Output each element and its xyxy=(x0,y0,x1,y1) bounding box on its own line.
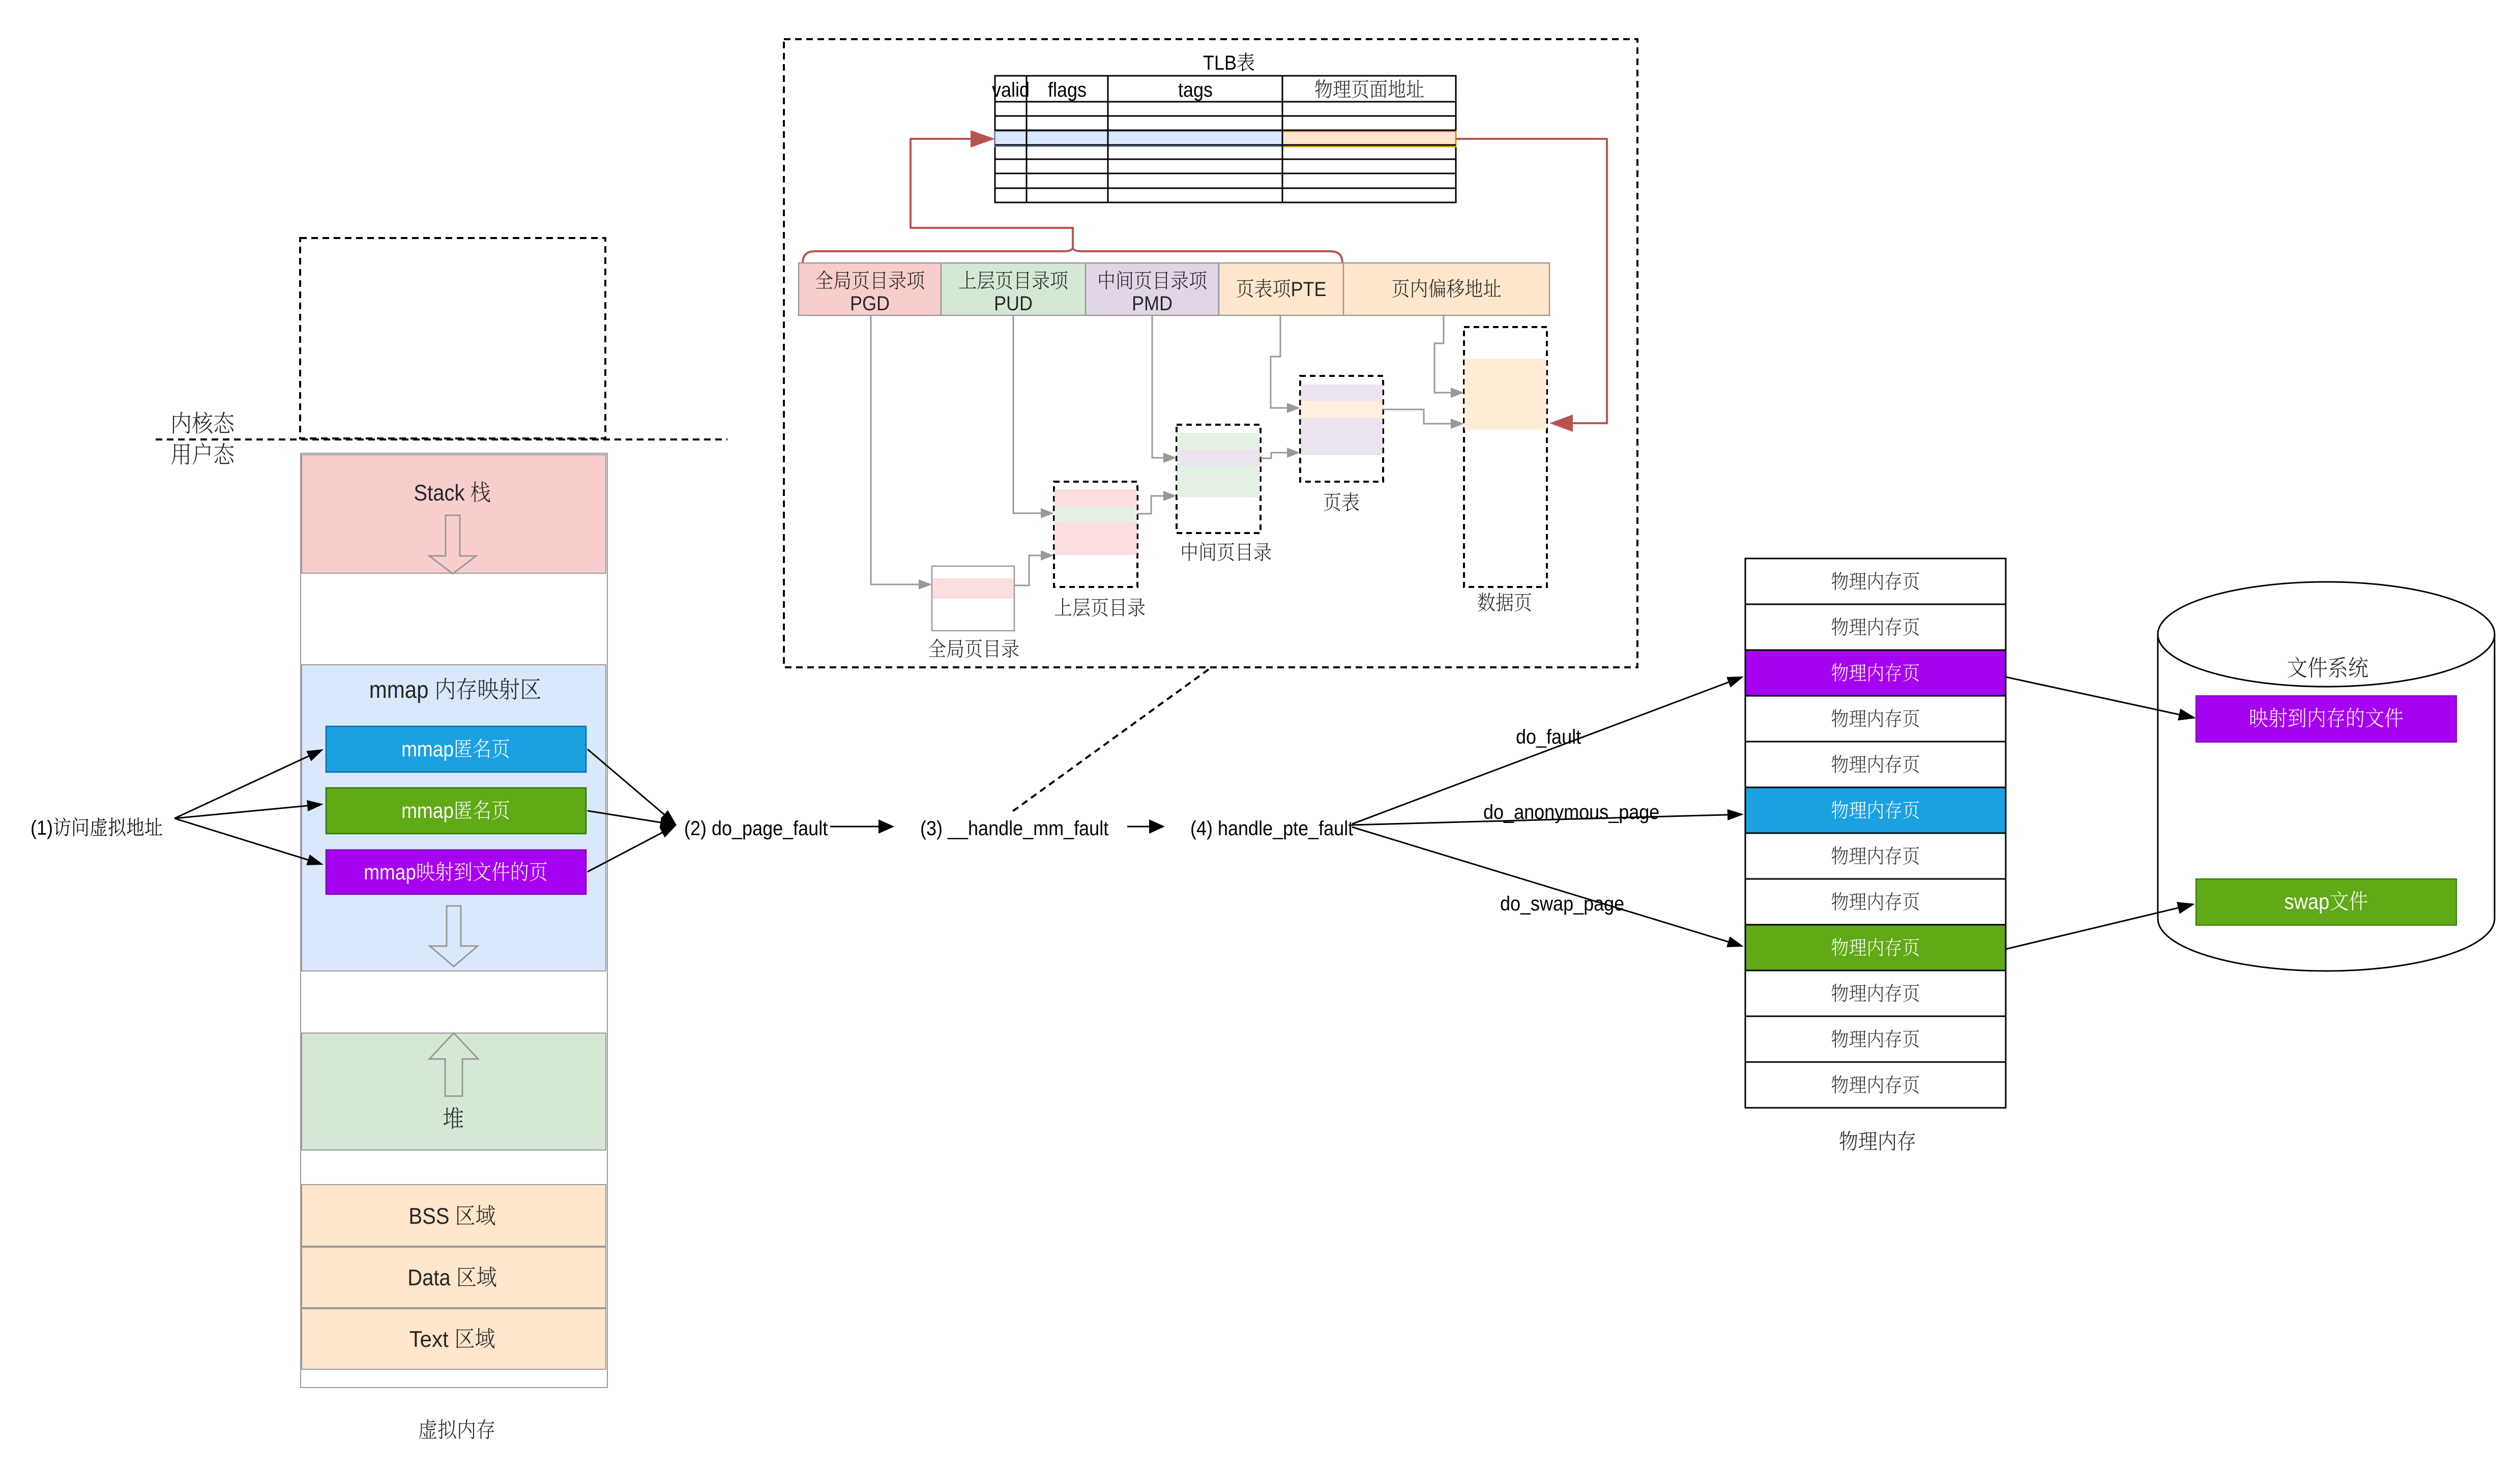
svg-text:Data: Data xyxy=(407,1265,456,1290)
svg-text:tags: tags xyxy=(1178,78,1213,101)
svg-text:TLB: TLB xyxy=(1203,51,1237,74)
svg-text:Stack: Stack xyxy=(414,480,470,506)
svg-text:PGD: PGD xyxy=(850,292,890,315)
svg-text:PUD: PUD xyxy=(994,292,1033,315)
svg-text:mmap: mmap xyxy=(401,799,454,822)
svg-text:flags: flags xyxy=(1048,78,1087,101)
svg-text:do_swap_page: do_swap_page xyxy=(1500,892,1624,915)
svg-text:PMD: PMD xyxy=(1132,292,1173,315)
svg-text:BSS: BSS xyxy=(408,1203,455,1229)
svg-text:PTE: PTE xyxy=(1291,278,1327,301)
svg-text:Text: Text xyxy=(409,1327,455,1352)
svg-text:mmap: mmap xyxy=(401,738,454,761)
svg-text:do_anonymous_page: do_anonymous_page xyxy=(1483,801,1659,823)
svg-text:mmap: mmap xyxy=(364,861,416,884)
svg-text:mmap: mmap xyxy=(369,676,434,703)
svg-text:(3) __handle_mm_fault: (3) __handle_mm_fault xyxy=(920,817,1108,840)
svg-text:do_fault: do_fault xyxy=(1516,725,1581,748)
svg-text:(4) handle_pte_fault: (4) handle_pte_fault xyxy=(1190,817,1353,840)
svg-text:valid: valid xyxy=(992,78,1030,101)
svg-text:swap: swap xyxy=(2284,890,2330,914)
svg-text:(1): (1) xyxy=(31,816,53,839)
svg-text:(2) do_page_fault: (2) do_page_fault xyxy=(684,817,828,840)
